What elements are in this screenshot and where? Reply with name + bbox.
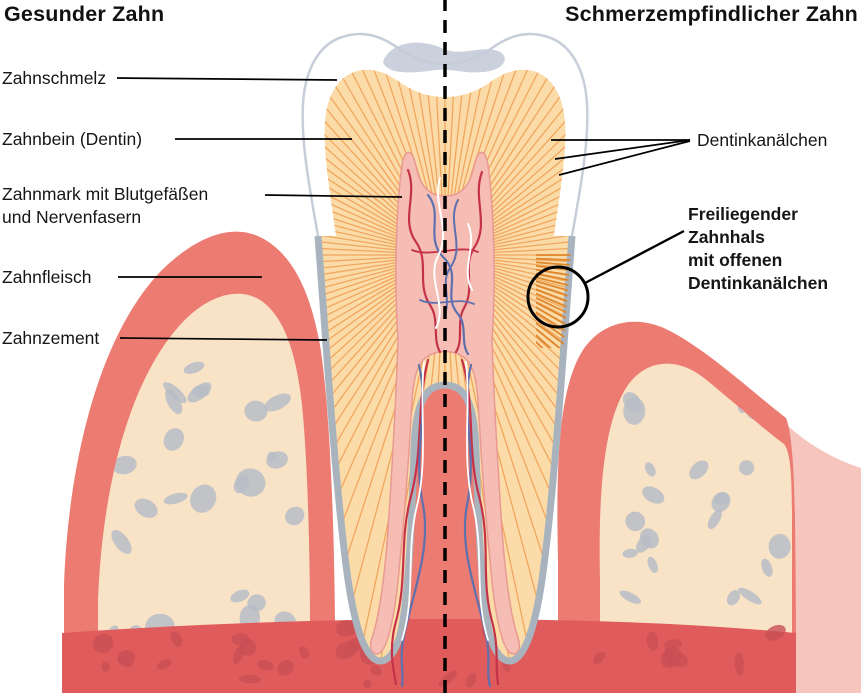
label-zahnmark: Zahnmark mit Blutgefäßen und Nervenfaser…: [2, 184, 209, 227]
label-zahnfleisch: Zahnfleisch: [2, 267, 92, 287]
pulp: [369, 151, 521, 655]
exposed-neck-highlight-circle: [526, 265, 590, 329]
leader-freiliegender-zahnhals: [584, 229, 685, 285]
label-zahnbein-dentin: Zahnbein (Dentin): [2, 129, 143, 149]
blood-vessels: [390, 168, 500, 688]
bone-right: [599, 363, 792, 693]
leader-zahnzement: [119, 337, 328, 341]
label-dentinkanaelchen: Dentinkanälchen: [697, 130, 828, 150]
occlusal-shading: [383, 42, 505, 73]
gum-right: [557, 321, 861, 693]
deep-tissue-band: [62, 619, 796, 693]
gum-left: [64, 231, 336, 693]
leader-dentinkanaelchen-2: [554, 139, 691, 160]
leader-zahnmark: [264, 194, 403, 198]
title-sensitive-tooth: Schmerzempfindlicher Zahn: [565, 2, 858, 26]
leader-zahnschmelz: [116, 77, 338, 81]
leader-dentinkanaelchen-3: [558, 140, 691, 176]
title-healthy-tooth: Gesunder Zahn: [4, 2, 165, 26]
dentin-tubule-lines: [318, 69, 572, 662]
leader-lines: [116, 77, 691, 341]
label-freiliegender-zahnhals: Freiliegender Zahnhals mit offenen Denti…: [688, 204, 829, 293]
annotations: [116, 0, 691, 693]
label-zahnschmelz: Zahnschmelz: [2, 68, 107, 88]
label-zahnzement: Zahnzement: [2, 328, 100, 348]
